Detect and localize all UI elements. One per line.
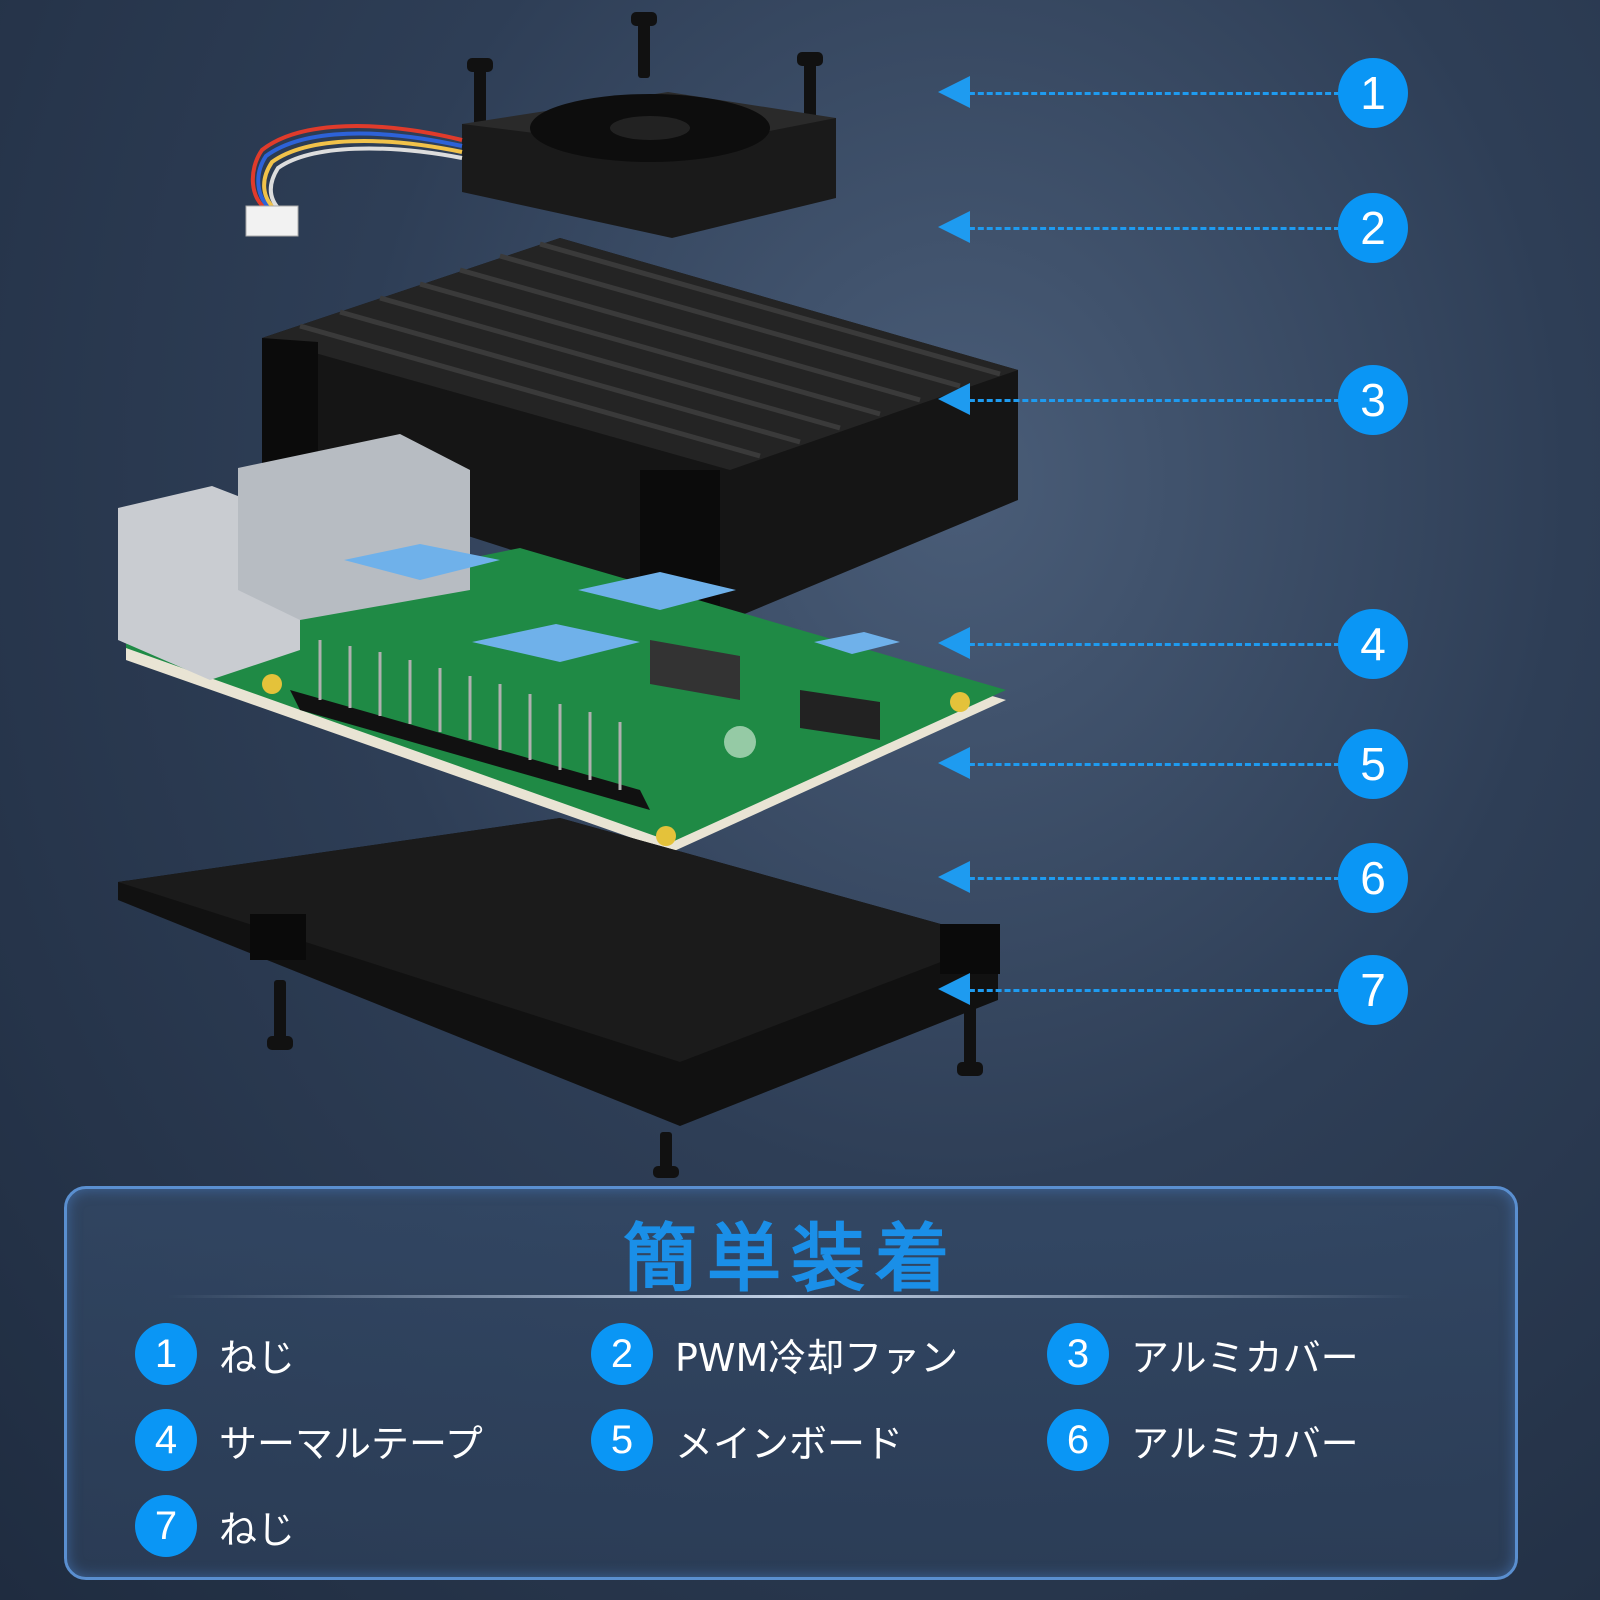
legend-number: 4 (135, 1409, 197, 1471)
dashed-line (960, 989, 1340, 992)
parts-legend-panel: 簡単装着 1 ねじ 2 PWM冷却ファン 3 アルミカバー 4 サーマルテープ … (64, 1186, 1518, 1580)
callout-number: 3 (1338, 365, 1408, 435)
arrow-left-icon (938, 383, 970, 415)
callout-number: 1 (1338, 58, 1408, 128)
legend-number: 7 (135, 1495, 197, 1557)
aluminium-base-plate (118, 818, 1000, 1126)
dashed-line (960, 877, 1340, 880)
bottom-screws (267, 980, 983, 1178)
callout-number: 6 (1338, 843, 1408, 913)
exploded-view-illustration (118, 12, 1018, 1178)
pwm-fan (245, 92, 836, 238)
dashed-line (960, 763, 1340, 766)
legend-label: PWM冷却ファン (675, 1335, 959, 1380)
legend-number: 2 (591, 1323, 653, 1385)
legend-item-6: 6 アルミカバー (1047, 1409, 1359, 1471)
legend-number: 5 (591, 1409, 653, 1471)
legend-number: 6 (1047, 1409, 1109, 1471)
arrow-left-icon (938, 211, 970, 243)
arrow-left-icon (938, 973, 970, 1005)
callout-number: 4 (1338, 609, 1408, 679)
callout-number: 7 (1338, 955, 1408, 1025)
legend-number: 3 (1047, 1323, 1109, 1385)
legend-label: アルミカバー (1131, 1421, 1359, 1466)
divider (167, 1295, 1415, 1298)
arrow-left-icon (938, 747, 970, 779)
callout-number: 5 (1338, 729, 1408, 799)
legend-item-5: 5 メインボード (591, 1409, 903, 1471)
legend-item-1: 1 ねじ (135, 1323, 295, 1385)
arrow-left-icon (938, 627, 970, 659)
callout-number: 2 (1338, 193, 1408, 263)
dashed-line (960, 643, 1340, 646)
dashed-line (960, 227, 1340, 230)
legend-item-7: 7 ねじ (135, 1495, 295, 1557)
legend-label: アルミカバー (1131, 1335, 1359, 1380)
legend-label: サーマルテープ (219, 1421, 483, 1466)
legend-label: ねじ (219, 1335, 296, 1380)
legend-item-3: 3 アルミカバー (1047, 1323, 1359, 1385)
legend-number: 1 (135, 1323, 197, 1385)
legend-item-2: 2 PWM冷却ファン (591, 1323, 958, 1385)
dashed-line (960, 92, 1340, 95)
legend-label: メインボード (675, 1421, 904, 1466)
legend-item-4: 4 サーマルテープ (135, 1409, 483, 1471)
dashed-line (960, 399, 1340, 402)
main-board (118, 434, 1006, 852)
panel-title: 簡単装着 (623, 1216, 959, 1302)
legend-label: ねじ (219, 1507, 296, 1552)
arrow-left-icon (938, 76, 970, 108)
arrow-left-icon (938, 861, 970, 893)
